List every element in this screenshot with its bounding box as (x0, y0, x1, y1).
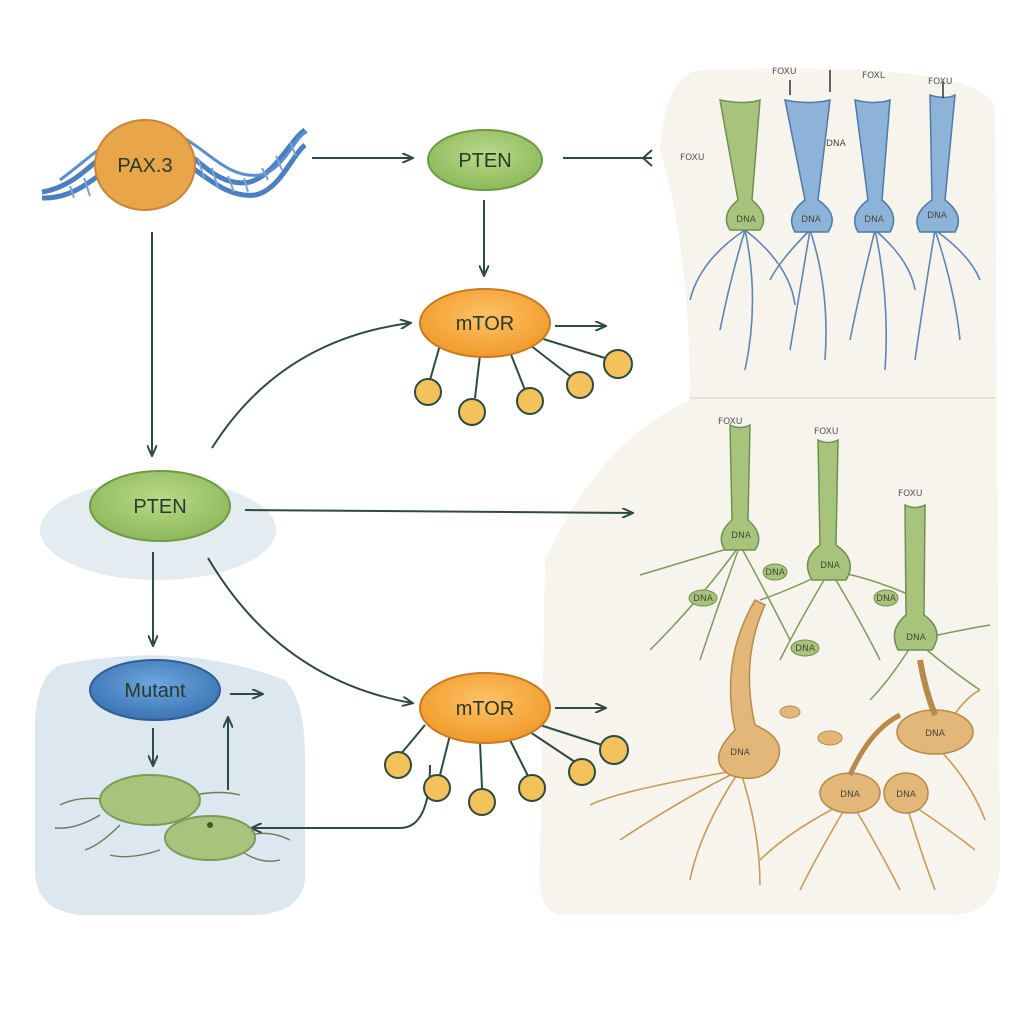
middle-soma-label-3: DNA (906, 633, 927, 643)
mtor-bottom-effectors (384, 724, 629, 816)
bottom-soma-label-1: DNA (730, 748, 751, 758)
top-side-label: FOXU (680, 153, 704, 163)
middle-soma-label-1: DNA (731, 531, 752, 541)
arrow-pten-mid-to-mtor-bottom (207, 557, 412, 703)
mtor-top-node[interactable] (419, 288, 551, 358)
bottom-neuron-group (589, 599, 986, 891)
top-soma-label-2: DNA (801, 215, 822, 225)
top-header-label-1: FOXU (772, 67, 796, 77)
middle-header-label-2: FOXU (814, 427, 838, 437)
mutant-label: Mutant (124, 680, 186, 702)
middle-branch-label-2: DNA (765, 568, 786, 578)
arrow-pten-to-panel-head (641, 149, 653, 167)
middle-header-label-1: FOXU (718, 417, 742, 427)
mutant-node[interactable] (89, 659, 221, 721)
mtor-top-effectors (414, 337, 633, 426)
middle-header-label-3: FOXU (898, 489, 922, 499)
top-axon-label: DNA (826, 139, 847, 149)
middle-branch-label-3: DNA (795, 644, 816, 654)
middle-soma-label-2: DNA (820, 561, 841, 571)
top-header-label-2: FOXL (862, 71, 885, 81)
top-soma-label-3: DNA (864, 215, 885, 225)
pten-mid-node[interactable] (89, 470, 231, 542)
mtor-bottom-node[interactable] (419, 672, 551, 744)
bottom-soma-label-4: DNA (925, 729, 946, 739)
gene-node[interactable] (94, 119, 196, 211)
mtor-bottom-label: mTOR (456, 698, 515, 720)
bottom-soma-label-2: DNA (840, 790, 861, 800)
middle-neuron-group (639, 423, 991, 701)
top-neuron-group (689, 70, 981, 371)
gene-label: PAX.3 (117, 155, 172, 177)
middle-branch-label-4: DNA (876, 594, 897, 604)
mtor-top-label: mTOR (456, 313, 515, 335)
mutant-cells (54, 774, 291, 862)
arrow-pten-mid-to-panel (244, 510, 632, 513)
pten-top-node[interactable] (427, 129, 543, 191)
top-header-label-3: FOXU (928, 77, 952, 87)
top-soma-label-1: DNA (736, 215, 757, 225)
neuron-panel-background (539, 68, 1000, 916)
middle-branch-label-1: DNA (693, 594, 714, 604)
pten-mid-label: PTEN (133, 496, 186, 518)
bottom-soma-label-3: DNA (896, 790, 917, 800)
pten-top-label: PTEN (458, 150, 511, 172)
arrow-pten-mid-to-mtor-top (211, 323, 410, 449)
top-soma-label-4: DNA (927, 211, 948, 221)
